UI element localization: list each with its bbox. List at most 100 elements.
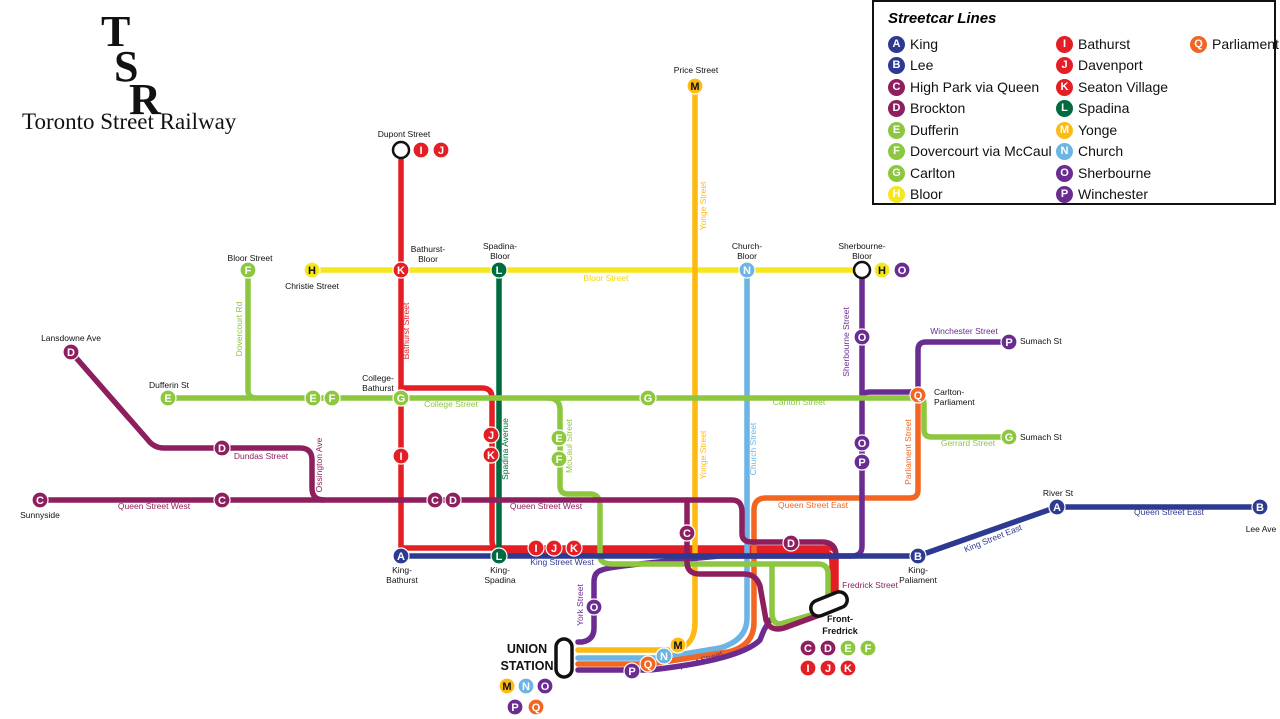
legend-badge: I	[1056, 35, 1073, 53]
legend-item-i: I Bathurst	[1056, 34, 1130, 54]
street-label-church: Church Street	[748, 422, 758, 475]
svg-text:D: D	[824, 643, 832, 655]
svg-text:O: O	[858, 332, 867, 344]
svg-text:K: K	[487, 450, 495, 462]
svg-text:K: K	[844, 663, 852, 675]
legend-badge: D	[888, 99, 905, 117]
route-badge-q: Q	[527, 698, 545, 716]
legend-badge: H	[888, 185, 905, 203]
svg-text:C: C	[36, 495, 44, 507]
route-badge-g: G	[392, 389, 410, 407]
route-badge-g: G	[1000, 428, 1018, 446]
svg-text:O: O	[858, 438, 867, 450]
street-label-queen-east-2: Queen Street East	[1134, 507, 1205, 517]
legend-badge: K	[1056, 78, 1073, 96]
svg-text:F: F	[556, 454, 563, 466]
svg-text:Q: Q	[532, 702, 541, 714]
street-label-queen-west-1: Queen Street West	[118, 501, 191, 511]
route-badge-k: K	[839, 659, 857, 677]
station-label-christie: Christie Street	[285, 281, 339, 291]
line-front-purple	[575, 617, 773, 673]
svg-text:L: L	[496, 551, 503, 563]
station-label-church-bloor: Church-Bloor	[732, 241, 762, 261]
route-badge-l: L	[490, 547, 508, 565]
svg-text:F: F	[865, 643, 872, 655]
line-bathurst	[398, 147, 839, 603]
station-label-dupont: Dupont Street	[378, 129, 431, 139]
svg-text:A: A	[1053, 502, 1061, 514]
street-label-king-west: King Street West	[530, 557, 594, 567]
svg-text:O: O	[590, 602, 599, 614]
legend-label: Sherbourne	[1078, 165, 1152, 181]
street-label-carlton: Carlton Street	[773, 397, 826, 407]
route-badge-k: K	[482, 446, 500, 464]
street-label-mccaul: McCaul Street	[564, 418, 574, 472]
svg-text:N: N	[660, 651, 668, 663]
svg-text:H: H	[878, 265, 886, 277]
street-label-queen-east-1: Queen Street East	[778, 500, 849, 510]
line-sherbourne	[575, 267, 865, 645]
route-badge-k: K	[392, 261, 410, 279]
route-badge-g: G	[639, 389, 657, 407]
svg-text:M: M	[502, 681, 511, 693]
route-badge-o: O	[585, 598, 603, 616]
svg-text:N: N	[743, 265, 751, 277]
street-label-yonge-1: Yonge Street	[698, 181, 708, 230]
legend-label: Dovercourt via McCaul	[910, 143, 1052, 159]
terminals	[391, 140, 872, 679]
station-label-sumach-2: Sumach St	[1020, 432, 1062, 442]
svg-text:P: P	[511, 702, 518, 714]
line-dovercourt	[245, 267, 259, 401]
station-label-carlton-parliament: Carlton-Parliament	[934, 387, 975, 407]
street-label-queen-west-2: Queen Street West	[510, 501, 583, 511]
legend-label: Church	[1078, 143, 1124, 159]
route-badge-p: P	[506, 698, 524, 716]
station-label-front-fredrick: Front-Fredrick	[822, 614, 859, 636]
route-badge-f: F	[550, 450, 568, 468]
street-label-dovercourt: Dovercourt Rd	[234, 301, 244, 356]
logo-letter-r: R	[129, 75, 161, 124]
station-label-king-bathurst: King-Bathurst	[386, 565, 418, 585]
route-badge-i: I	[392, 447, 410, 465]
route-badge-c: C	[799, 639, 817, 657]
station-label-price: Price Street	[674, 65, 719, 75]
svg-text:O: O	[898, 265, 907, 277]
svg-text:F: F	[329, 393, 336, 405]
tsr-logo: T S R Toronto Street Railway	[22, 8, 262, 138]
line-queen	[37, 497, 839, 559]
legend-label: Bathurst	[1078, 36, 1131, 52]
legend-badge: A	[888, 35, 905, 53]
svg-text:A: A	[397, 551, 405, 563]
svg-text:C: C	[218, 495, 226, 507]
station-label-bloor-st: Bloor Street	[228, 253, 274, 263]
logo-letter-s: S	[114, 42, 139, 91]
station-label-king-spadina: King-Spadina	[484, 565, 515, 585]
svg-text:J: J	[488, 430, 494, 442]
svg-text:M: M	[690, 81, 699, 93]
front-fredrick-terminal	[809, 590, 849, 618]
line-queen-south	[684, 497, 825, 632]
legend-badge: L	[1056, 99, 1073, 117]
svg-text:Q: Q	[644, 659, 653, 671]
legend-badge: F	[888, 142, 905, 160]
route-badge-d: D	[444, 491, 462, 509]
svg-text:P: P	[1005, 337, 1012, 349]
route-badge-e: E	[839, 639, 857, 657]
logo-name: Toronto Street Railway	[22, 109, 237, 134]
legend-label: Winchester	[1078, 186, 1149, 202]
street-label-spadina: Spadina Avenue	[500, 418, 510, 480]
street-label-parliament: Parliament Street	[903, 419, 913, 485]
route-badge-o: O	[536, 677, 554, 695]
street-label-bathurst: Bathurst Street	[401, 302, 411, 359]
station-label-river: River St	[1043, 488, 1074, 498]
svg-text:J: J	[551, 543, 557, 555]
